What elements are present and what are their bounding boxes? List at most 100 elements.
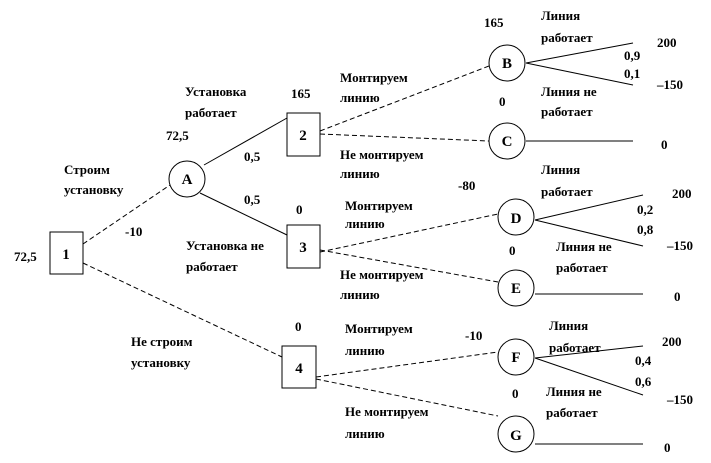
label-F-fails-line1: Линия не bbox=[546, 384, 602, 399]
value-node-4: 0 bbox=[295, 319, 302, 334]
label-D-fails-line1: Линия не bbox=[556, 239, 612, 254]
edge-F-works bbox=[534, 345, 644, 359]
label-plant-works-line2: работает bbox=[185, 105, 237, 120]
node-label-E: E bbox=[511, 281, 521, 297]
payoff-F-fails: –150 bbox=[666, 392, 693, 407]
label-B-works-line2: работает bbox=[541, 30, 593, 45]
edge-2-C bbox=[319, 133, 490, 142]
build-cost: -10 bbox=[125, 224, 142, 239]
label-F-works: Линия работает bbox=[549, 318, 601, 355]
edge-2-B bbox=[319, 65, 490, 132]
prob-B-works: 0,9 bbox=[624, 48, 641, 63]
label-D-fails-line2: работает bbox=[556, 260, 608, 275]
value-B: 165 bbox=[484, 15, 504, 30]
label-D-fails: Линия не работает bbox=[556, 239, 615, 275]
label-mount-2-line2: линию bbox=[340, 90, 380, 105]
label-mount-2-line1: Монтируем bbox=[340, 70, 408, 85]
label-no-build-line1: Не строим bbox=[131, 334, 193, 349]
label-B-fails-line2: работает bbox=[541, 104, 593, 119]
prob-B-fails: 0,1 bbox=[624, 66, 640, 81]
label-mount-3-line1: Монтируем bbox=[345, 198, 413, 213]
label-F-fails-line2: работает bbox=[546, 405, 598, 420]
label-no-mount-3: Не монтируем линию bbox=[340, 267, 427, 302]
prob-F-works: 0,4 bbox=[635, 353, 652, 368]
value-root: 72,5 bbox=[14, 249, 37, 264]
payoff-B-fails: –150 bbox=[656, 77, 683, 92]
label-build: Строим установку bbox=[64, 162, 124, 197]
edge-B-fails bbox=[525, 62, 634, 86]
edge-A-2 bbox=[203, 117, 288, 166]
payoff-C: 0 bbox=[661, 137, 668, 152]
label-mount-4-line2: линию bbox=[345, 343, 385, 358]
decision-node-1 bbox=[49, 231, 84, 275]
label-no-mount-3-line2: линию bbox=[340, 287, 380, 302]
chance-node-A bbox=[168, 160, 206, 198]
payoff-D-works: 200 bbox=[672, 186, 692, 201]
chance-node-D bbox=[497, 198, 535, 236]
node-label-D: D bbox=[511, 211, 522, 227]
chance-node-F bbox=[497, 338, 535, 376]
edge-F-fails bbox=[534, 357, 644, 396]
edge-4-G bbox=[315, 378, 499, 417]
prob-F-fails: 0,6 bbox=[635, 374, 652, 389]
edge-D-works bbox=[534, 194, 644, 221]
payoff-F-works: 200 bbox=[662, 334, 682, 349]
label-build-line1: Строим bbox=[64, 162, 110, 177]
label-plant-works: Установка работает bbox=[185, 84, 250, 120]
label-mount-3: Монтируем линию bbox=[345, 198, 416, 231]
label-mount-4-line1: Монтируем bbox=[345, 321, 413, 336]
node-label-B: B bbox=[502, 56, 512, 72]
value-F: -10 bbox=[465, 328, 482, 343]
label-B-fails-line1: Линия не bbox=[541, 84, 597, 99]
node-label-2: 2 bbox=[299, 128, 307, 144]
label-D-works-line1: Линия bbox=[541, 162, 580, 177]
label-no-mount-4-line1: Не монтируем bbox=[345, 404, 429, 419]
label-F-works-line2: работает bbox=[549, 340, 601, 355]
label-plant-fails-line1: Установка не bbox=[186, 238, 264, 253]
prob-D-works: 0,2 bbox=[637, 202, 653, 217]
chance-node-B bbox=[488, 44, 526, 82]
label-F-works-line1: Линия bbox=[549, 318, 588, 333]
label-B-works-line1: Линия bbox=[541, 8, 580, 23]
label-F-fails: Линия не работает bbox=[546, 384, 605, 420]
label-mount-4: Монтируем линию bbox=[345, 321, 416, 358]
chance-node-C bbox=[488, 122, 526, 160]
node-label-C: C bbox=[502, 134, 513, 150]
label-build-line2: установку bbox=[64, 182, 124, 197]
decision-node-4 bbox=[281, 345, 317, 389]
label-plant-fails-line2: работает bbox=[186, 259, 238, 274]
node-label-3: 3 bbox=[299, 240, 307, 256]
edge-3-E bbox=[319, 249, 499, 283]
value-D: -80 bbox=[458, 178, 475, 193]
edge-D-fails bbox=[534, 219, 644, 247]
label-B-works: Линия работает bbox=[541, 8, 593, 45]
label-D-works-line2: работает bbox=[541, 184, 593, 199]
label-no-build: Не строим установку bbox=[131, 334, 196, 370]
node-label-4: 4 bbox=[295, 361, 303, 377]
decision-node-3 bbox=[286, 224, 321, 269]
label-mount-3-line2: линию bbox=[345, 216, 385, 231]
edge-B-works bbox=[525, 42, 634, 64]
value-node-2: 165 bbox=[291, 86, 311, 101]
node-label-G: G bbox=[510, 428, 522, 444]
label-no-mount-4-line2: линию bbox=[345, 426, 385, 441]
node-label-F: F bbox=[511, 350, 520, 366]
edge-A-3 bbox=[199, 192, 288, 236]
label-no-mount-2-line2: линию bbox=[340, 166, 380, 181]
decision-node-2 bbox=[286, 112, 321, 157]
value-A: 72,5 bbox=[166, 128, 189, 143]
edge-1-A bbox=[82, 184, 171, 245]
value-E: 0 bbox=[509, 243, 516, 258]
payoff-E: 0 bbox=[674, 289, 681, 304]
label-plant-fails: Установка не работает bbox=[186, 238, 267, 274]
value-C: 0 bbox=[499, 94, 506, 109]
label-plant-works-line1: Установка bbox=[185, 84, 247, 99]
label-B-fails: Линия не работает bbox=[541, 84, 600, 119]
label-D-works: Линия работает bbox=[541, 162, 593, 199]
edge-1-4 bbox=[82, 262, 283, 358]
chance-node-E bbox=[497, 269, 535, 307]
value-G: 0 bbox=[512, 386, 519, 401]
label-no-mount-4: Не монтируем линию bbox=[345, 404, 432, 441]
